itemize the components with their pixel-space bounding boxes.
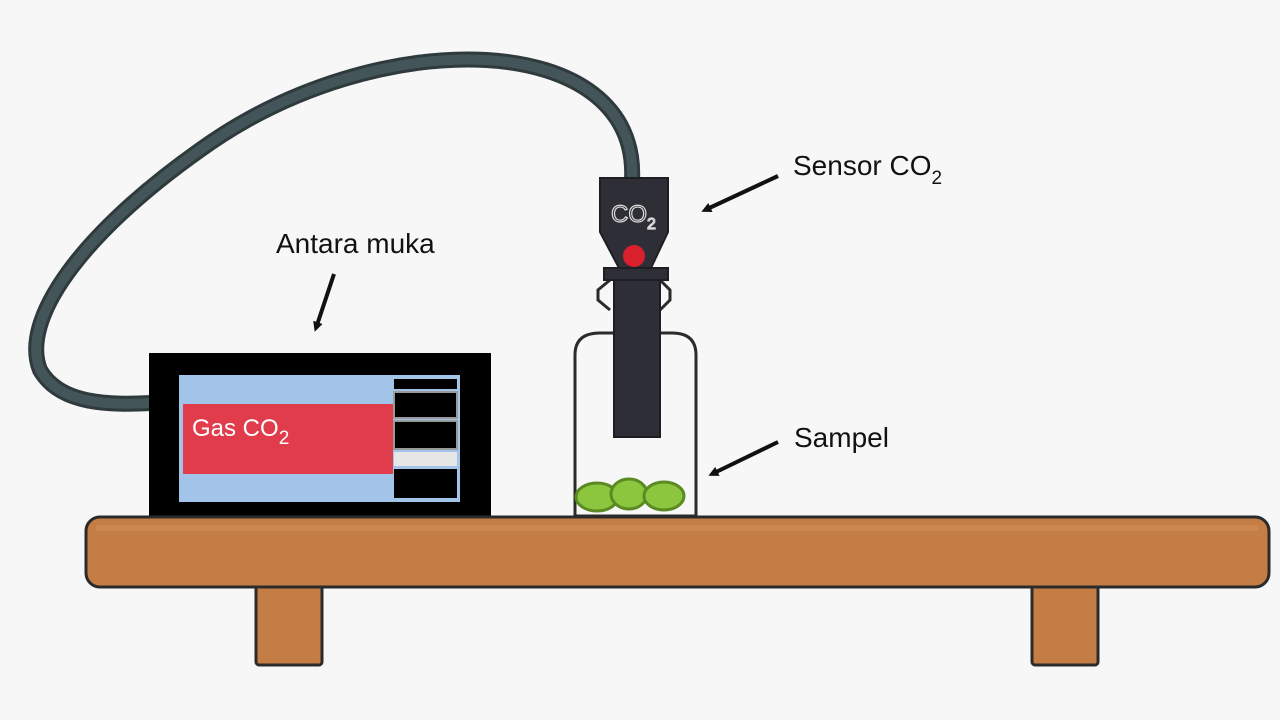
sensor-probe — [613, 279, 661, 438]
arrow-sample — [708, 440, 779, 476]
screen-panel-button-2 — [393, 420, 458, 450]
screen-panel-top — [394, 379, 457, 389]
interface-device: Gas CO2 — [149, 353, 491, 518]
label-sensor: Sensor CO2 — [793, 150, 942, 189]
screen-panel-button-1 — [393, 391, 458, 419]
sensor-co2-label: CO2 — [611, 201, 656, 233]
sensor-led — [623, 245, 645, 267]
co2-sensor: CO2 — [596, 177, 672, 438]
sample-bean — [642, 480, 686, 512]
screen-gas-bar — [183, 404, 393, 474]
table-leg-right — [1030, 583, 1100, 667]
sensor-collar — [603, 267, 669, 281]
label-interface: Antara muka — [276, 228, 435, 259]
table-leg-left — [254, 583, 324, 667]
arrow-interface — [313, 273, 336, 332]
table-top — [84, 515, 1271, 589]
sensor-head — [599, 177, 669, 269]
screen-panel-bottom — [394, 469, 457, 498]
sample-bean — [609, 477, 649, 511]
label-sample: Sampel — [794, 422, 889, 453]
screen-panel-light — [394, 452, 457, 466]
sensor-clip-right — [658, 278, 672, 312]
arrow-sensor — [701, 174, 779, 212]
screen-gas-label: Gas CO2 — [192, 415, 289, 449]
sensor-clip-left — [596, 278, 611, 312]
